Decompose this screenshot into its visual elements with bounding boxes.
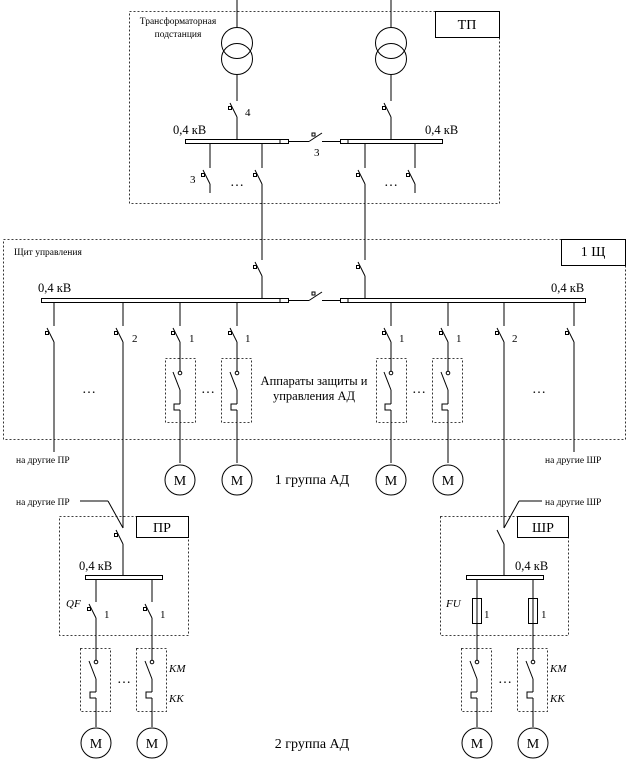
panel-ellipsis-1: … <box>82 382 96 397</box>
panel-num-1-c: 1 <box>399 333 405 345</box>
panel-feeder-breakers <box>45 302 575 528</box>
shr-voltage: 0,4 кВ <box>515 559 548 573</box>
panel-frame <box>3 239 626 440</box>
motor-g2-1: M <box>90 737 103 752</box>
panel-ellipsis-3: … <box>412 382 426 397</box>
motor-g2-3: M <box>471 737 484 752</box>
group1-other-shr: на другие ШР <box>545 456 601 466</box>
panel-busbar-right <box>340 298 586 303</box>
shr-num-1-a: 1 <box>484 609 490 621</box>
shr-fu: FU <box>445 598 462 610</box>
motor-g2-2: M <box>146 737 159 752</box>
group1-label: 1 группа АД <box>275 473 350 488</box>
panel-ellipsis-2: … <box>201 382 215 397</box>
tp-caption-line1: Трансформаторная <box>140 16 217 27</box>
panel-tie-breaker <box>288 291 340 301</box>
panel-busbar-left <box>41 298 289 303</box>
tp-label-box <box>435 11 500 38</box>
shr-fuses <box>472 579 538 660</box>
pr-input <box>80 500 124 576</box>
group2-kk-right: KK <box>549 693 565 705</box>
motor-g1-2: M <box>231 474 244 489</box>
tp-ellipsis-right: … <box>384 175 398 190</box>
shr-label: ШР <box>532 521 554 536</box>
pr-qf: QF <box>66 598 81 610</box>
group2-starters <box>80 648 548 727</box>
group1-motors <box>164 464 464 496</box>
group2-label: 2 группа АД <box>275 737 350 752</box>
pr-label-box <box>136 516 189 538</box>
tp-num-3-tie: 3 <box>314 147 320 159</box>
shr-frame <box>440 516 569 636</box>
group1-other-pr: на другие ПР <box>16 456 70 466</box>
shr-busbar <box>466 575 544 580</box>
tp-input-breaker-right <box>382 102 392 140</box>
group2-km-right: KM <box>549 663 567 675</box>
tp-num-4: 4 <box>245 107 251 119</box>
transformer-left <box>221 0 253 101</box>
panel-num-1-d: 1 <box>456 333 462 345</box>
tp-num-3-feeder: 3 <box>190 174 196 186</box>
motor-g1-1: M <box>174 474 187 489</box>
panel-voltage-right: 0,4 кВ <box>551 281 584 295</box>
tp-caption-line2: подстанция <box>155 30 202 40</box>
panel-num-2-right: 2 <box>512 333 518 345</box>
shr-label-box <box>517 516 569 538</box>
pr-busbar <box>85 575 163 580</box>
panel-num-1-a: 1 <box>189 333 195 345</box>
group2-kk-left: KK <box>168 693 184 705</box>
group2-motors <box>80 727 549 759</box>
shr-input <box>496 500 542 576</box>
panel-label: 1 Щ <box>581 245 606 260</box>
pr-num-1-b: 1 <box>160 609 166 621</box>
panel-voltage-left: 0,4 кВ <box>38 281 71 295</box>
tp-frame <box>129 11 500 204</box>
tp-feeder-breakers <box>201 143 416 260</box>
tp-ellipsis-left: … <box>230 175 244 190</box>
group2-km-left: KM <box>168 663 186 675</box>
pr-label: ПР <box>153 521 171 536</box>
pr-voltage: 0,4 кВ <box>79 559 112 573</box>
tp-voltage-right: 0,4 кВ <box>425 123 458 137</box>
panel-protection-devices <box>165 358 463 463</box>
shr-num-1-b: 1 <box>541 609 547 621</box>
pr-breakers <box>87 579 153 660</box>
panel-num-2-left: 2 <box>132 333 138 345</box>
shr-incoming: на другие ШР <box>545 498 601 508</box>
group2-ellipsis-left: … <box>117 672 131 687</box>
panel-protect-line2: управления АД <box>273 389 356 403</box>
tp-input-breaker-left <box>228 102 238 140</box>
motor-g1-4: M <box>442 474 455 489</box>
panel-label-box <box>561 239 626 266</box>
panel-protect-line1: Аппараты защиты и <box>261 374 368 388</box>
panel-input-breakers <box>253 261 366 298</box>
pr-num-1-a: 1 <box>104 609 110 621</box>
pr-frame <box>59 516 189 636</box>
transformer-right <box>375 0 407 101</box>
panel-caption: Щит управления <box>14 248 82 258</box>
group2-ellipsis-right: … <box>498 672 512 687</box>
tp-busbar-right <box>340 139 443 144</box>
tp-voltage-left: 0,4 кВ <box>173 123 206 137</box>
tp-busbar-left <box>185 139 289 144</box>
panel-ellipsis-4: … <box>532 382 546 397</box>
pr-incoming: на другие ПР <box>16 498 70 508</box>
tp-tie-breaker <box>288 132 340 142</box>
tp-label: ТП <box>458 18 477 33</box>
motor-g2-4: M <box>527 737 540 752</box>
motor-g1-3: M <box>385 474 398 489</box>
panel-num-1-b: 1 <box>245 333 251 345</box>
